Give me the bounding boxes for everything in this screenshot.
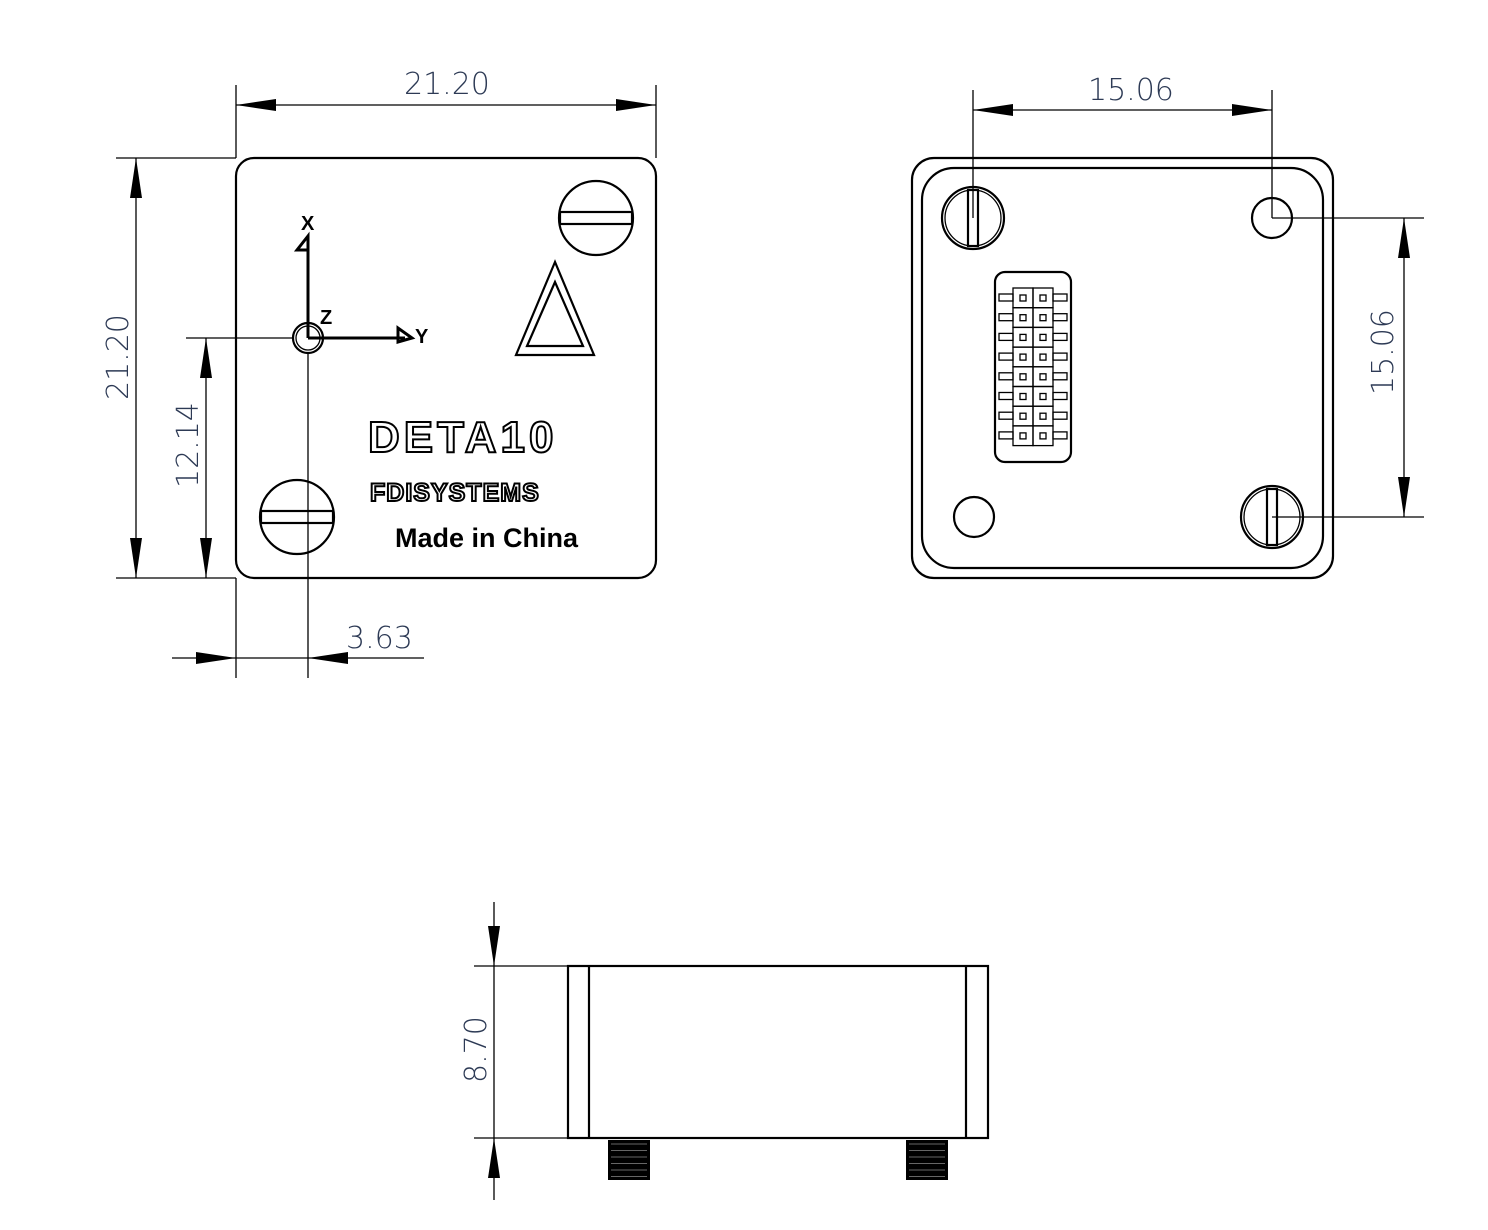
contact-cell xyxy=(1032,287,1054,309)
pin-right xyxy=(1052,411,1068,420)
dimension-thickness: 8.70 xyxy=(459,902,568,1200)
top-view-body xyxy=(234,156,658,580)
contact-cell xyxy=(1032,346,1054,368)
svg-text:3.63: 3.63 xyxy=(346,621,413,656)
contact xyxy=(1019,412,1027,420)
connector xyxy=(993,270,1073,464)
thread-right xyxy=(906,1140,948,1180)
axis-y-label: Y xyxy=(415,326,429,348)
pin-left xyxy=(998,352,1014,361)
contact-cell xyxy=(1032,366,1054,388)
svg-text:21.20: 21.20 xyxy=(101,314,136,400)
pin-left xyxy=(998,411,1014,420)
contact-cell xyxy=(1012,405,1034,427)
contact xyxy=(1039,432,1047,440)
contact xyxy=(1019,314,1027,322)
contact-cell xyxy=(1012,346,1034,368)
contact xyxy=(1019,353,1027,361)
pin-right xyxy=(1052,372,1068,381)
svg-text:21.20: 21.20 xyxy=(404,67,490,102)
contact-cell xyxy=(1012,385,1034,407)
dimension-hole-spacing-v: 15.06 xyxy=(1272,217,1424,518)
contact xyxy=(1019,294,1027,302)
pin-left xyxy=(998,293,1014,302)
thread-left xyxy=(608,1140,650,1180)
contact xyxy=(1039,373,1047,381)
pin-right xyxy=(1052,313,1068,322)
hole-bottom-left xyxy=(952,495,996,539)
pin-left xyxy=(998,372,1014,381)
brand-marking: FDISYSTEMS xyxy=(370,479,540,507)
pin-left xyxy=(998,313,1014,322)
contact-cell xyxy=(1032,405,1054,427)
contact xyxy=(1019,333,1027,342)
axis-z-label: Z xyxy=(320,307,332,329)
contact xyxy=(1039,333,1047,342)
screw-bottom-left xyxy=(258,478,336,556)
pin-right xyxy=(1052,352,1068,361)
contact-cell xyxy=(1032,425,1054,447)
svg-text:8.70: 8.70 xyxy=(459,1016,494,1083)
contact-cell xyxy=(1012,326,1034,348)
dimension-origin-x: 12.14 xyxy=(171,337,292,578)
contact xyxy=(1039,412,1047,420)
pin-right xyxy=(1052,332,1068,342)
dimension-origin-y: 3.63 xyxy=(172,353,424,678)
pin-left xyxy=(998,332,1014,342)
contact-cell xyxy=(1012,425,1034,447)
screw-top-right xyxy=(557,179,635,257)
pin-right xyxy=(1052,431,1068,440)
contact-cell xyxy=(1012,307,1034,329)
svg-text:12.14: 12.14 xyxy=(171,402,206,488)
contact xyxy=(1019,432,1027,440)
pin-left xyxy=(998,431,1014,440)
pin-right xyxy=(1052,293,1068,302)
svg-text:15.06: 15.06 xyxy=(1088,73,1174,108)
contact-cell xyxy=(1012,287,1034,309)
contact xyxy=(1039,353,1047,361)
contact xyxy=(1039,314,1047,322)
contact xyxy=(1019,392,1027,401)
model-marking: DETA10 xyxy=(368,413,557,462)
contact-cell xyxy=(1032,385,1054,407)
contact-cell xyxy=(1032,326,1054,348)
triangle-mark xyxy=(514,259,596,357)
svg-text:15.06: 15.06 xyxy=(1366,309,1401,395)
dimension-left-height: 21.20 xyxy=(101,157,236,579)
contact xyxy=(1039,392,1047,401)
origin-marking: Made in China xyxy=(395,523,579,553)
top-view: X Y Z DETA10 FDISYSTEMS Made in China 21… xyxy=(101,67,658,678)
pin-left xyxy=(998,391,1014,401)
contact xyxy=(1019,373,1027,381)
axes-icon: X Y Z xyxy=(291,213,429,355)
contact-cell xyxy=(1032,307,1054,329)
pin-right xyxy=(1052,391,1068,401)
bottom-view: 15.06 15.06 xyxy=(910,73,1424,580)
axis-x-label: X xyxy=(301,213,315,235)
contact xyxy=(1039,294,1047,302)
dimension-hole-spacing-h: 15.06 xyxy=(972,73,1273,218)
side-view: 8.70 xyxy=(459,902,990,1200)
dimension-top-width: 21.20 xyxy=(235,67,657,158)
contact-cell xyxy=(1012,366,1034,388)
